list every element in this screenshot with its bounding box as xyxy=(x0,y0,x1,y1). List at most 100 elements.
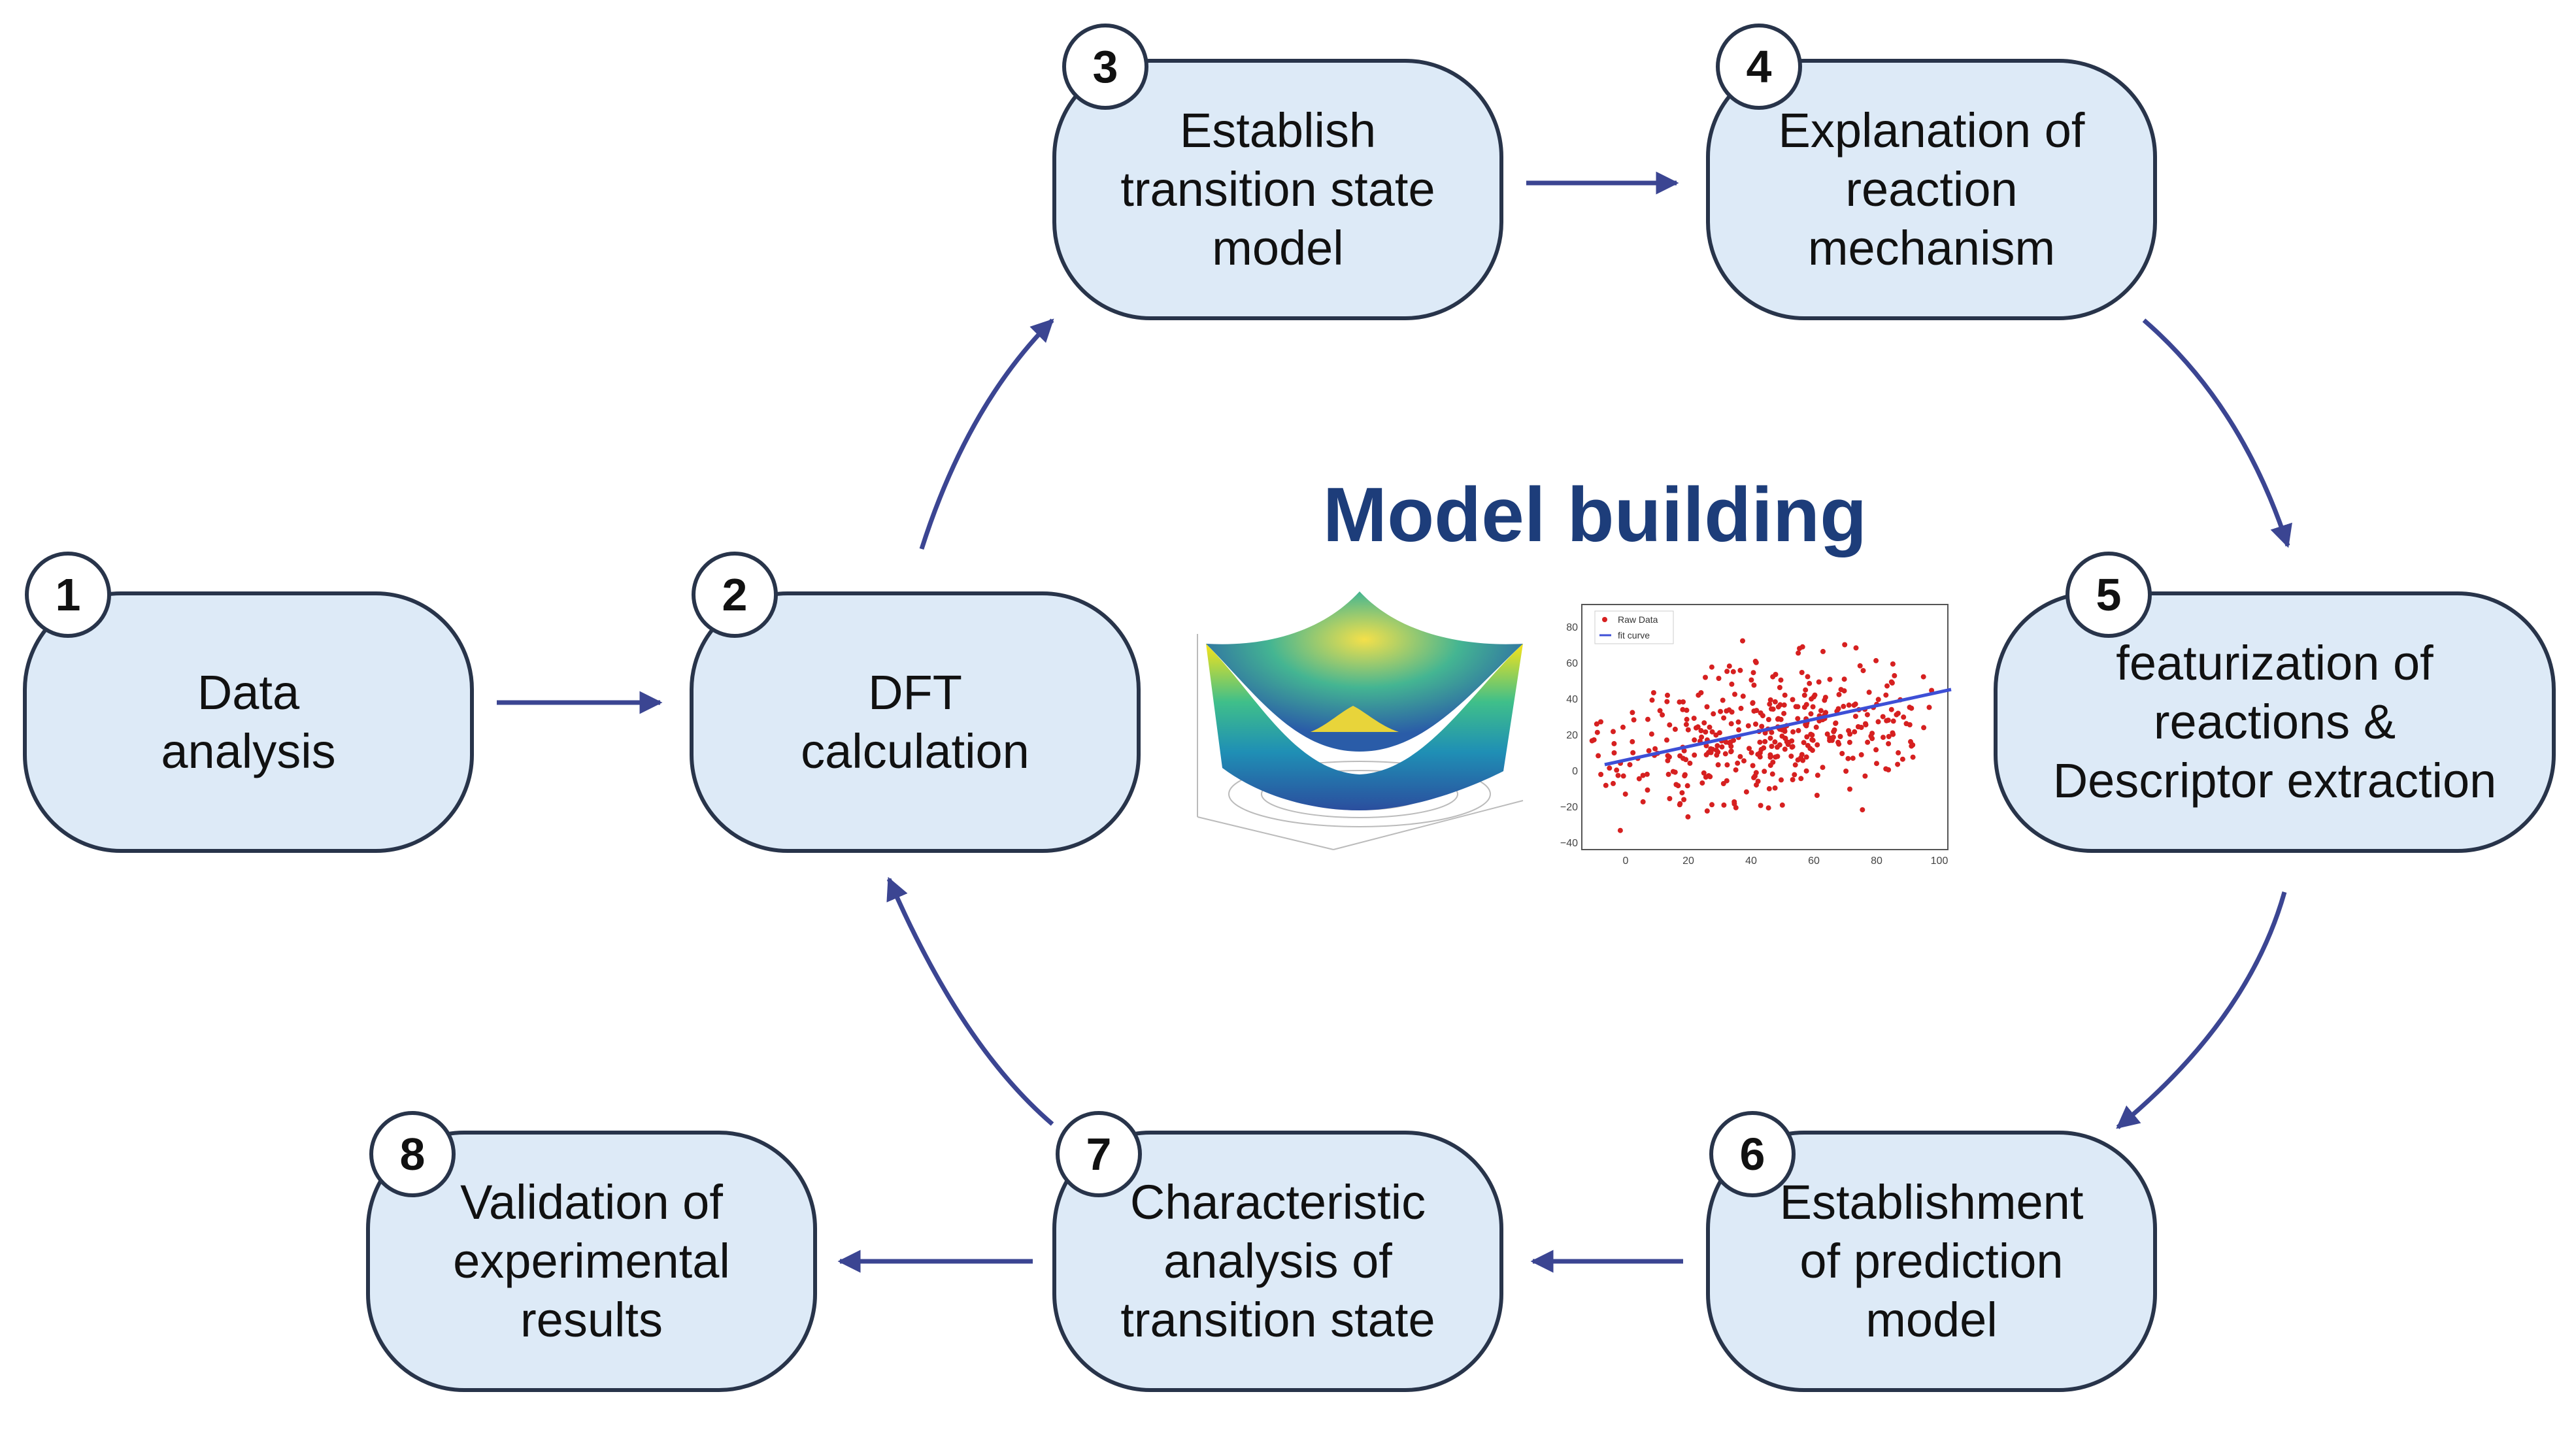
scatter-point xyxy=(1704,808,1710,814)
scatter-point xyxy=(1820,648,1826,654)
scatter-point xyxy=(1770,706,1776,712)
scatter-point xyxy=(1779,777,1784,783)
scatter-point xyxy=(1741,758,1747,764)
scatter-point xyxy=(1730,669,1736,674)
scatter-point xyxy=(1726,663,1732,669)
x-tick: 0 xyxy=(1623,855,1629,867)
y-tick: 60 xyxy=(1566,658,1578,669)
scatter-point xyxy=(1790,777,1796,782)
scatter-point xyxy=(1862,773,1868,779)
scatter-point xyxy=(1808,731,1814,737)
scatter-point xyxy=(1617,827,1623,833)
x-tick: 80 xyxy=(1871,855,1882,867)
scatter-point xyxy=(1830,735,1836,740)
scatter-point xyxy=(1598,772,1604,777)
scatter-point xyxy=(1762,769,1767,774)
scatter-point xyxy=(1790,729,1796,735)
scatter-point xyxy=(1907,722,1913,727)
scatter-point xyxy=(1672,726,1678,732)
scatter-point xyxy=(1788,754,1794,759)
scatter-point xyxy=(1715,743,1720,749)
scatter-point xyxy=(1796,650,1801,656)
scatter-point xyxy=(1648,731,1654,737)
scatter-point xyxy=(1611,750,1617,755)
scatter-point xyxy=(1596,753,1601,759)
scatter-point xyxy=(1691,716,1697,722)
scatter-point xyxy=(1864,712,1870,718)
scatter-point xyxy=(1594,729,1600,735)
scatter-point xyxy=(1685,727,1691,733)
scatter-point xyxy=(1797,646,1802,652)
scatter-point xyxy=(1781,727,1787,732)
scatter-point xyxy=(1646,748,1652,754)
scatter-point xyxy=(1724,669,1730,674)
scatter-point xyxy=(1611,740,1617,746)
scatter-point xyxy=(1884,683,1890,689)
y-tick: 20 xyxy=(1566,730,1578,741)
scatter-point xyxy=(1839,751,1845,756)
scatter-point xyxy=(1752,658,1758,664)
scatter-point xyxy=(1803,768,1809,774)
scatter-point xyxy=(1836,691,1842,697)
scatter-point xyxy=(1711,711,1716,717)
scatter-point xyxy=(1880,714,1886,720)
scatter-point xyxy=(1737,667,1743,673)
scatter-point xyxy=(1831,729,1837,735)
scatter-point xyxy=(1631,717,1637,723)
scatter-point xyxy=(1762,738,1768,744)
y-tick: 0 xyxy=(1572,766,1578,777)
scatter-point xyxy=(1768,754,1774,759)
scatter-point xyxy=(1743,789,1749,795)
scatter-point xyxy=(1910,754,1916,760)
scatter-point xyxy=(1803,687,1809,693)
scatter-point xyxy=(1899,756,1905,762)
scatter-point xyxy=(1728,721,1734,727)
scatter-point xyxy=(1665,692,1670,698)
scatter-point xyxy=(1683,722,1689,727)
scatter-point xyxy=(1835,739,1841,745)
scatter-point xyxy=(1685,814,1691,820)
scatter-point xyxy=(1873,657,1879,663)
scatter-point xyxy=(1724,778,1730,784)
scatter-point xyxy=(1630,710,1635,716)
scatter-point xyxy=(1886,741,1892,746)
scatter-point xyxy=(1614,767,1620,773)
scatter-point xyxy=(1801,692,1807,698)
scatter-point xyxy=(1620,724,1626,730)
scatter-point xyxy=(1896,750,1901,755)
scatter-point xyxy=(1837,734,1843,739)
scatter-point xyxy=(1652,746,1658,752)
scatter-point xyxy=(1777,702,1783,708)
scatter-point xyxy=(1766,786,1772,791)
scatter-point xyxy=(1664,699,1670,705)
scatter-point xyxy=(1716,676,1722,681)
scatter-point xyxy=(1747,746,1752,752)
step-2-badge: 2 xyxy=(692,552,778,638)
scatter-point xyxy=(1908,738,1913,744)
scatter-point xyxy=(1765,805,1771,811)
scatter-point xyxy=(1703,774,1709,780)
scatter-point xyxy=(1645,716,1650,722)
scatter-point xyxy=(1729,709,1735,715)
scatter-point xyxy=(1852,701,1858,707)
scatter-point xyxy=(1857,663,1863,669)
scatter-point xyxy=(1778,716,1784,722)
step-7-line: Characteristic xyxy=(1129,1175,1426,1229)
scatter-point xyxy=(1684,707,1690,713)
scatter-point xyxy=(1698,690,1704,695)
scatter-point xyxy=(1721,802,1727,808)
scatter-point xyxy=(1737,754,1743,759)
scatter-point xyxy=(1706,750,1711,755)
arrow-7-to-2 xyxy=(886,876,1054,1126)
scatter-point xyxy=(1645,787,1650,793)
scatter-point xyxy=(1758,710,1764,716)
scatter-point xyxy=(1732,691,1737,697)
step-8-line: experimental xyxy=(453,1234,730,1288)
step-6-line: Establishment xyxy=(1779,1175,2084,1229)
scatter-point xyxy=(1757,739,1763,745)
scatter-point xyxy=(1883,692,1889,698)
scatter-point xyxy=(1809,696,1815,702)
scatter-point xyxy=(1627,762,1633,768)
